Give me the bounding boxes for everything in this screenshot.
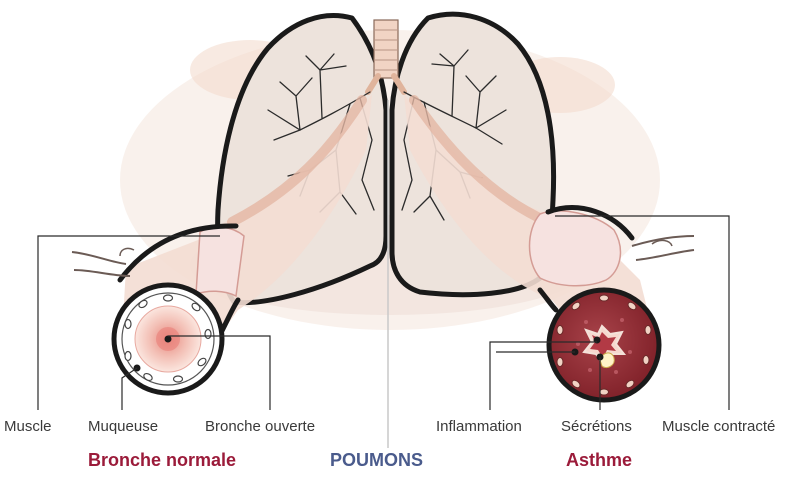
right-side-branch: [632, 236, 694, 260]
caption-center: POUMONS: [330, 449, 423, 471]
normal-bronchus-section: [114, 285, 222, 393]
asthma-bronchus-section: [549, 290, 659, 400]
left-muscle-band: [196, 227, 244, 296]
caption-normal: Bronche normale: [88, 449, 236, 471]
caption-asthma: Asthme: [566, 449, 632, 471]
label-muscle: Muscle: [4, 418, 52, 436]
label-inflammation: Inflammation: [436, 418, 522, 436]
label-muscle-contracte: Muscle contracté: [662, 418, 775, 436]
label-muqueuse: Muqueuse: [88, 418, 158, 436]
label-secretions: Sécrétions: [561, 418, 632, 436]
label-bronche-ouverte: Bronche ouverte: [205, 418, 315, 436]
